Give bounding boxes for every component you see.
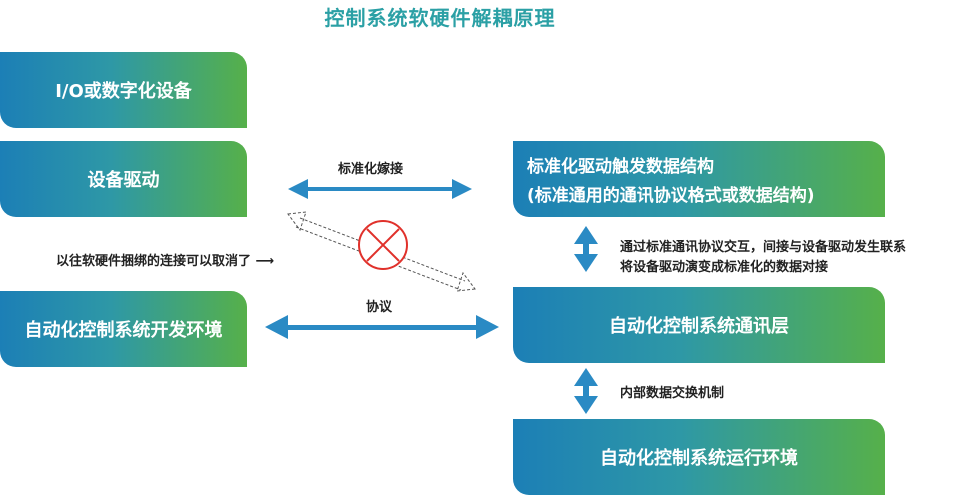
std-graft-arrow	[288, 179, 472, 199]
std-graft-label: 标准化嫁接	[338, 162, 404, 177]
protocol-arrow	[265, 315, 499, 339]
old-link-dashed-arrow	[287, 211, 476, 292]
std-struct-line2: (标准通用的通讯协议格式或数据结构)	[527, 186, 815, 206]
dev-env-box: 自动化控制系统开发环境	[0, 291, 247, 367]
diagram-title: 控制系统软硬件解耦原理	[324, 6, 556, 30]
io-device-label: I/O或数字化设备	[55, 81, 192, 102]
internal-exchange-label: 内部数据交换机制	[620, 386, 725, 401]
cancel-cross-icon	[358, 220, 408, 270]
std-struct-line1: 标准化驱动触发数据结构	[527, 157, 714, 177]
protocol-label: 协议	[366, 300, 393, 315]
std-struct-box: 标准化驱动触发数据结构 (标准通用的通讯协议格式或数据结构)	[513, 141, 885, 217]
std-to-comm-arrow	[574, 226, 598, 272]
comm-desc-line1: 通过标准通讯协议交互，间接与设备驱动发生联系	[620, 240, 907, 255]
dev-env-label: 自动化控制系统开发环境	[24, 320, 223, 341]
comm-desc-line2: 将设备驱动演变成标准化的数据对接	[620, 260, 829, 275]
comm-layer-box: 自动化控制系统通讯层	[513, 287, 885, 363]
io-device-box: I/O或数字化设备	[0, 52, 247, 128]
device-driver-label: 设备驱动	[87, 170, 160, 191]
old-link-label: 以往软硬件捆绑的连接可以取消了 ⟶	[56, 254, 275, 269]
runtime-env-label: 自动化控制系统运行环境	[600, 448, 798, 469]
device-driver-box: 设备驱动	[0, 141, 247, 217]
comm-to-runtime-arrow	[574, 368, 598, 414]
runtime-env-box: 自动化控制系统运行环境	[513, 419, 885, 495]
comm-layer-label: 自动化控制系统通讯层	[609, 316, 789, 337]
